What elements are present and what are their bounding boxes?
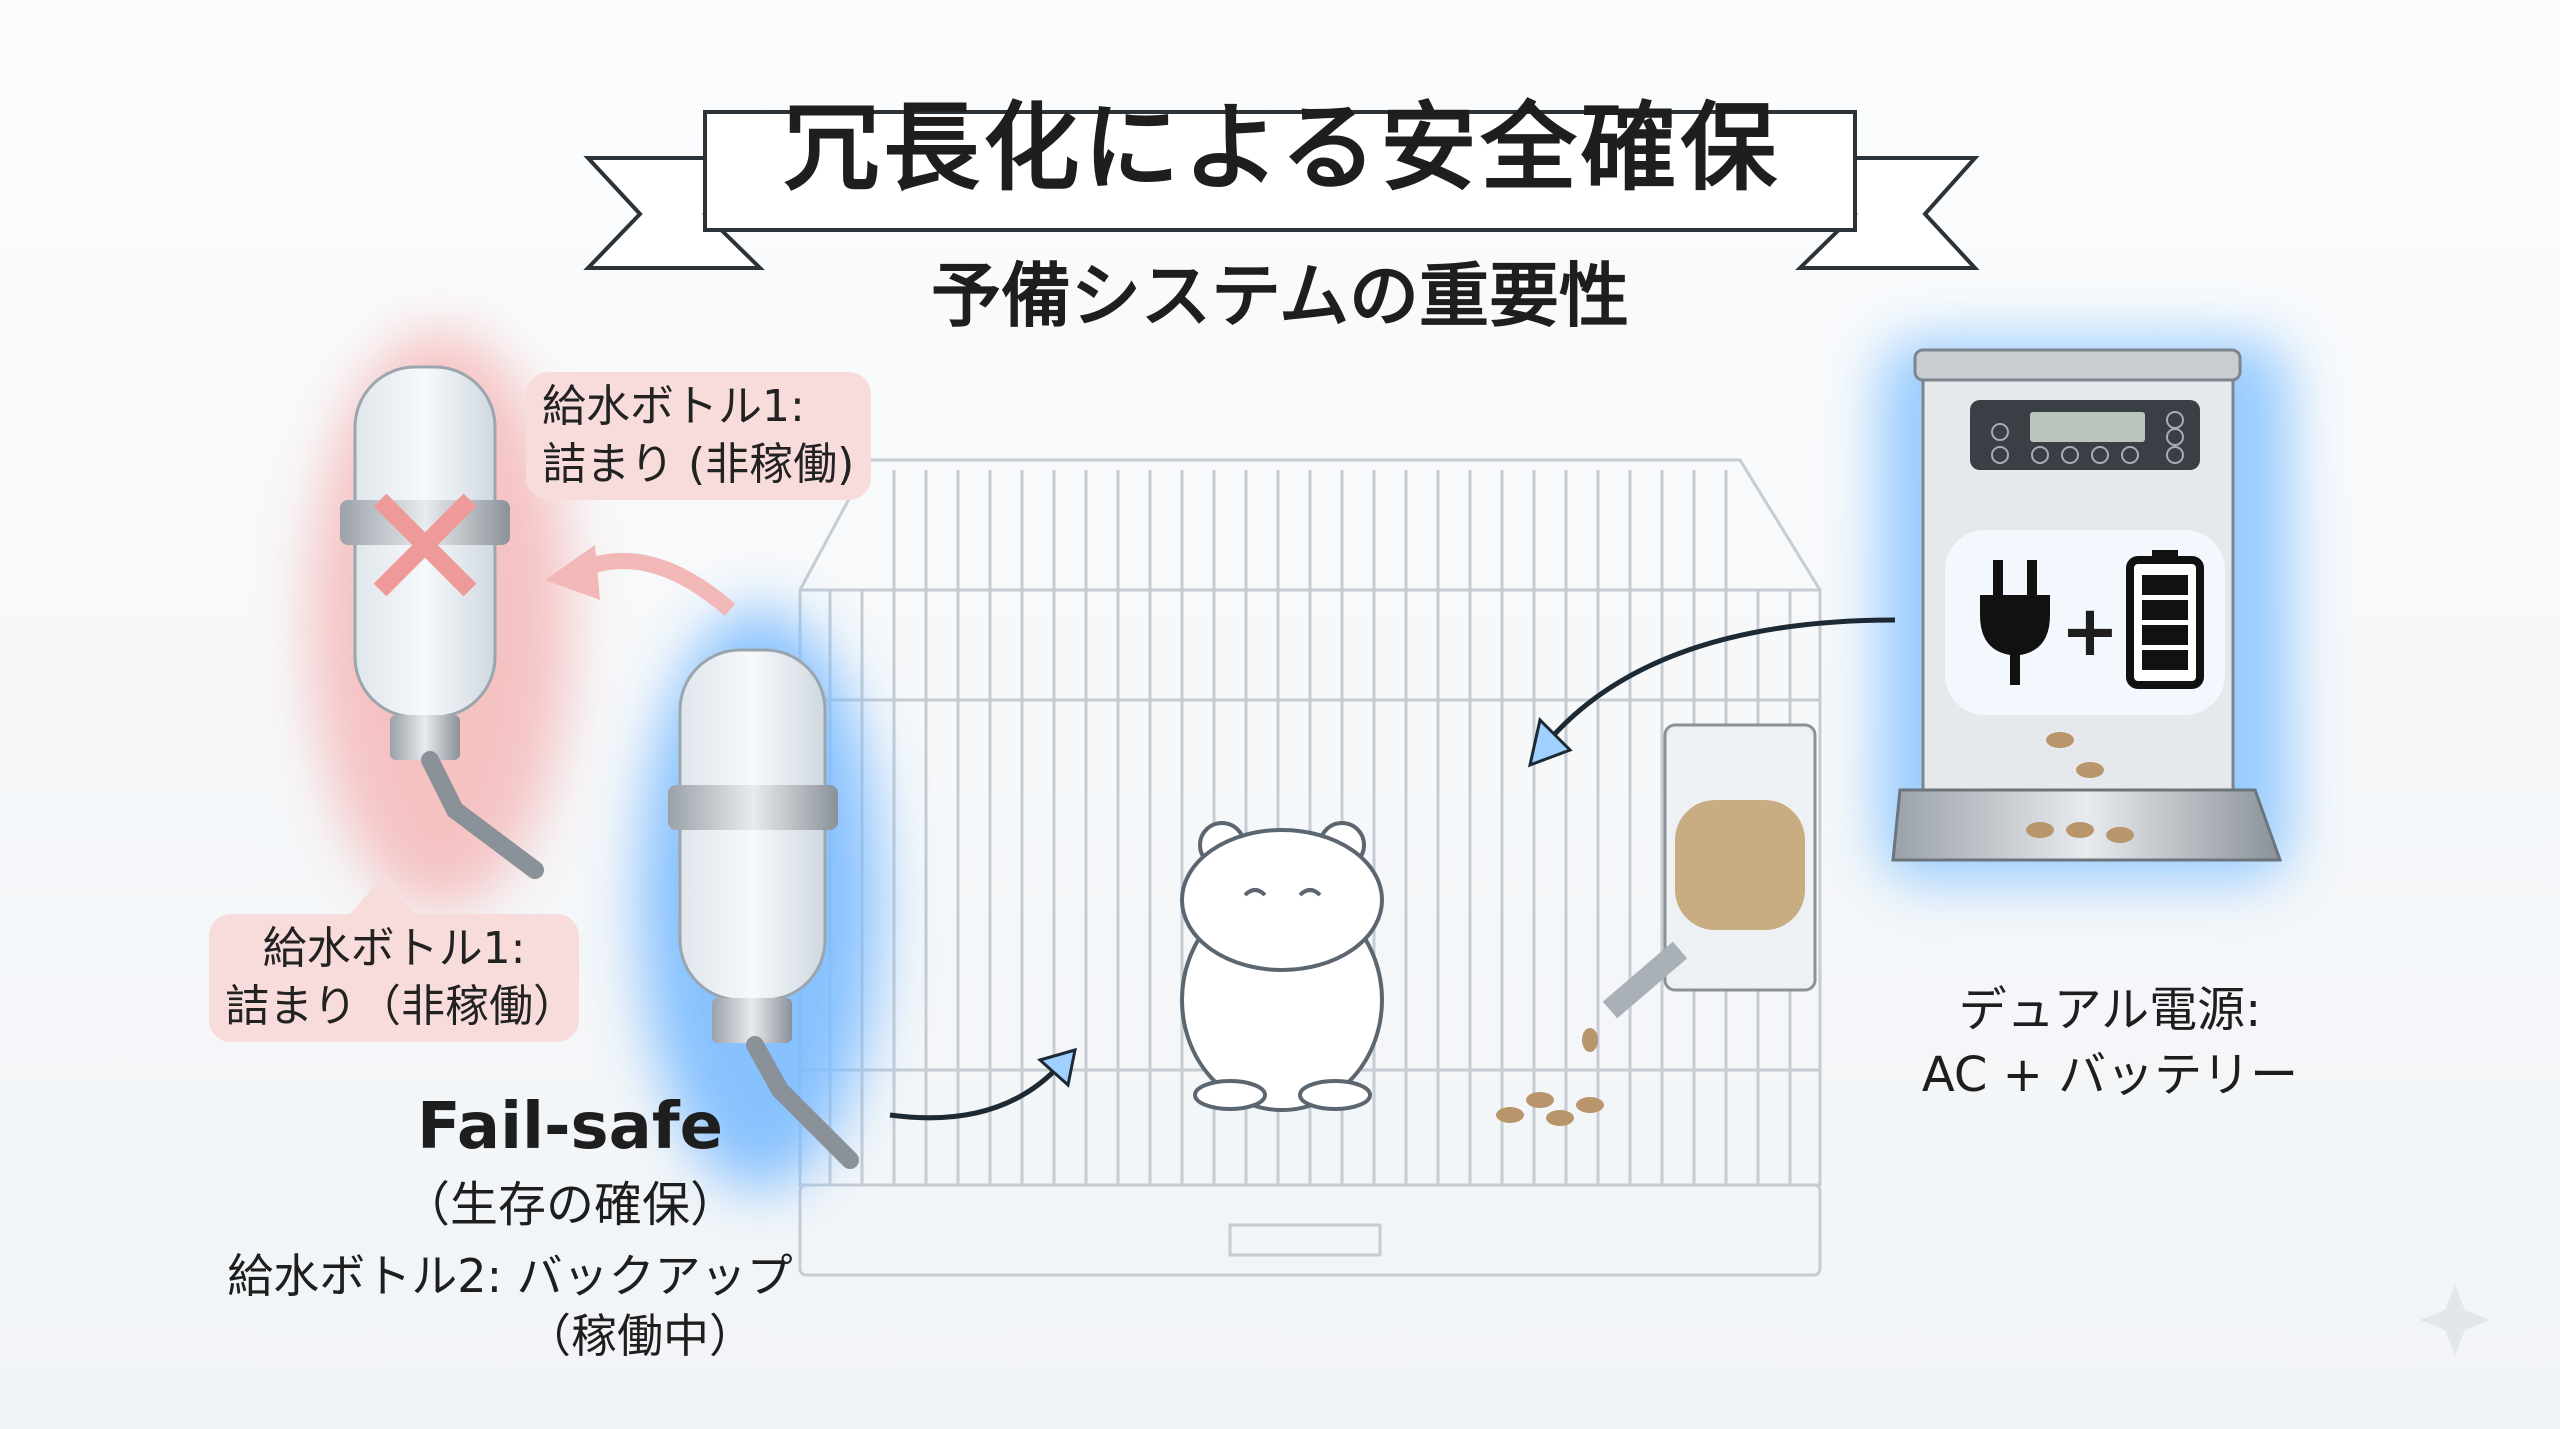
title-ribbon bbox=[583, 110, 1980, 270]
feeder-power-sources: AC + バッテリー bbox=[1921, 1047, 2299, 1103]
automatic-feeder bbox=[1891, 348, 2283, 862]
bubble-line: 詰まり (非稼働) bbox=[542, 439, 855, 490]
bottle-1-status-bubble-top: 給水ボトル1: 詰まり (非稼働) bbox=[526, 372, 871, 500]
page-title: 冗長化による安全確保 bbox=[783, 92, 1781, 204]
fail-safe-subheading: （生存の確保） bbox=[401, 1177, 738, 1233]
bottle-2-label: 給水ボトル2: バックアップ bbox=[227, 1249, 793, 1303]
arrow-to-hopper bbox=[1543, 617, 1896, 747]
water-bottle-1 bbox=[340, 365, 544, 879]
plus-sign: + bbox=[2060, 590, 2120, 672]
bubble-line: 給水ボトル1: bbox=[262, 923, 526, 974]
fail-safe-heading: Fail-safe bbox=[416, 1090, 724, 1164]
page-subtitle: 予備システムの重要性 bbox=[931, 255, 1629, 337]
bottle-1-status-bubble-bottom: 給水ボトル1: 詰まり（非稼働） bbox=[209, 914, 579, 1042]
power-plug-icon bbox=[1980, 560, 2050, 685]
bubble-line: 詰まり（非稼働） bbox=[225, 981, 577, 1032]
hamster bbox=[1180, 821, 1384, 1112]
bottle-2-status: （稼働中） bbox=[525, 1309, 755, 1363]
arrow-to-failed bbox=[576, 553, 736, 617]
bubble-line: 給水ボトル1: bbox=[542, 381, 805, 432]
cross-icon bbox=[373, 493, 477, 597]
arrow-to-cage bbox=[889, 1063, 1062, 1121]
water-bottle-2 bbox=[668, 648, 859, 1169]
battery-icon bbox=[2126, 550, 2204, 689]
feeder-label: デュアル電源: bbox=[1958, 982, 2262, 1038]
pointer-bubble-2 bbox=[350, 880, 415, 914]
food-hopper bbox=[1602, 723, 1817, 1019]
sparkle-icon bbox=[2420, 1285, 2490, 1355]
lcd-display bbox=[2030, 412, 2145, 442]
